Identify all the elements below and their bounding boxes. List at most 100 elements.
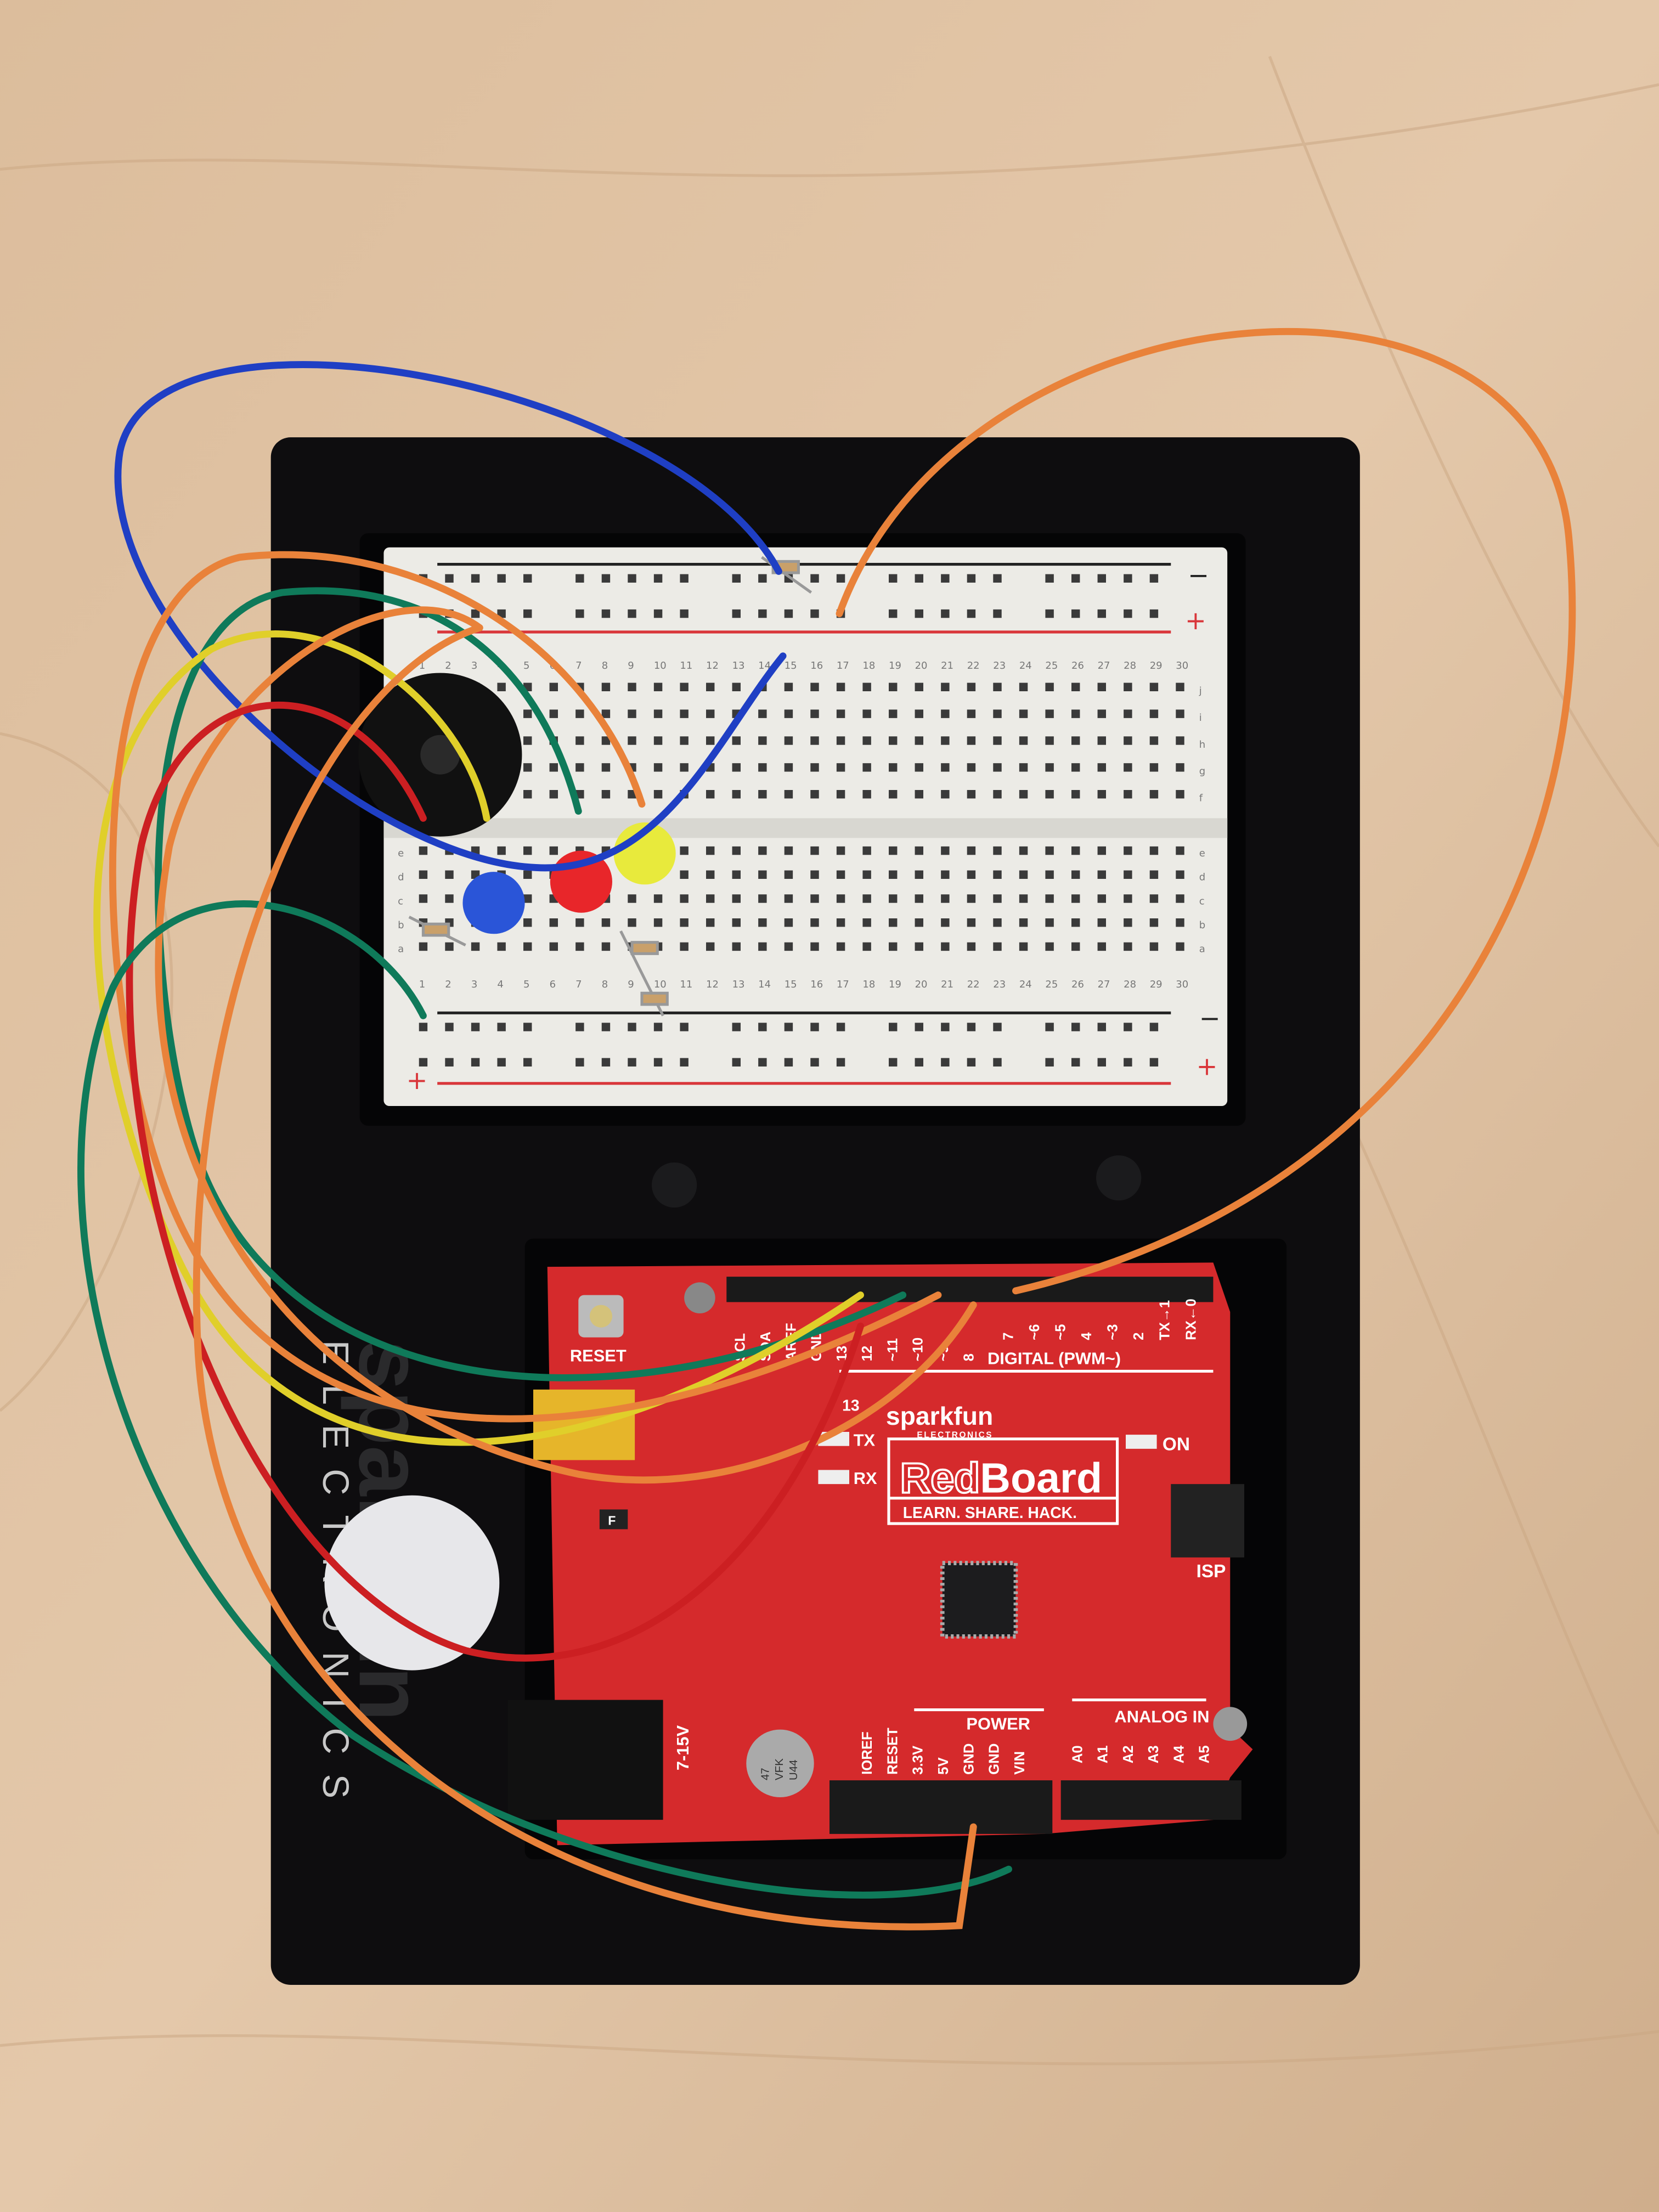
breadboard-hole[interactable] (680, 736, 689, 745)
rail-hole[interactable] (1149, 1023, 1159, 1031)
breadboard-hole[interactable] (680, 918, 689, 927)
breadboard-hole[interactable] (784, 682, 793, 691)
breadboard-hole[interactable] (628, 736, 636, 745)
breadboard-hole[interactable] (941, 763, 950, 772)
breadboard-hole[interactable] (836, 918, 845, 927)
rail-hole[interactable] (1149, 609, 1159, 618)
breadboard-hole[interactable] (862, 709, 871, 718)
breadboard-hole[interactable] (1097, 763, 1106, 772)
breadboard-hole[interactable] (601, 918, 611, 927)
breadboard-hole[interactable] (732, 942, 741, 951)
rail-hole[interactable] (628, 609, 636, 618)
rail-hole[interactable] (993, 609, 1002, 618)
breadboard-hole[interactable] (758, 942, 767, 951)
breadboard-hole[interactable] (889, 736, 898, 745)
breadboard-hole[interactable] (549, 942, 558, 951)
breadboard-hole[interactable] (1097, 790, 1106, 799)
rail-hole[interactable] (941, 574, 950, 583)
breadboard-hole[interactable] (889, 790, 898, 799)
breadboard-hole[interactable] (523, 790, 532, 799)
breadboard-hole[interactable] (915, 846, 923, 855)
breadboard-hole[interactable] (810, 790, 819, 799)
breadboard-hole[interactable] (1019, 763, 1028, 772)
breadboard-hole[interactable] (1124, 846, 1132, 855)
breadboard-hole[interactable] (601, 709, 611, 718)
rail-hole[interactable] (1045, 1058, 1054, 1066)
breadboard-hole[interactable] (732, 763, 741, 772)
rail-hole[interactable] (732, 1058, 741, 1066)
rail-hole[interactable] (732, 609, 741, 618)
breadboard-hole[interactable] (784, 763, 793, 772)
rail-hole[interactable] (601, 609, 611, 618)
rail-hole[interactable] (889, 1058, 898, 1066)
breadboard-hole[interactable] (549, 918, 558, 927)
breadboard-hole[interactable] (810, 846, 819, 855)
breadboard-hole[interactable] (732, 682, 741, 691)
breadboard-hole[interactable] (1097, 870, 1106, 879)
breadboard-hole[interactable] (1019, 942, 1028, 951)
breadboard-hole[interactable] (836, 846, 845, 855)
rail-hole[interactable] (941, 1058, 950, 1066)
breadboard-hole[interactable] (941, 894, 950, 903)
breadboard-hole[interactable] (732, 736, 741, 745)
rail-hole[interactable] (1124, 609, 1132, 618)
breadboard-hole[interactable] (941, 682, 950, 691)
breadboard-hole[interactable] (967, 918, 976, 927)
rail-hole[interactable] (1097, 609, 1106, 618)
breadboard-hole[interactable] (680, 870, 689, 879)
breadboard-hole[interactable] (1124, 942, 1132, 951)
breadboard-hole[interactable] (1071, 790, 1080, 799)
breadboard-hole[interactable] (628, 918, 636, 927)
breadboard-hole[interactable] (1176, 709, 1184, 718)
rail-hole[interactable] (941, 609, 950, 618)
breadboard-hole[interactable] (810, 918, 819, 927)
breadboard-hole[interactable] (915, 790, 923, 799)
breadboard-hole[interactable] (784, 790, 793, 799)
breadboard-hole[interactable] (967, 894, 976, 903)
breadboard-hole[interactable] (784, 894, 793, 903)
breadboard-hole[interactable] (732, 870, 741, 879)
breadboard-hole[interactable] (471, 942, 480, 951)
breadboard-hole[interactable] (941, 942, 950, 951)
breadboard-hole[interactable] (1149, 918, 1159, 927)
rail-hole[interactable] (758, 574, 767, 583)
rail-hole[interactable] (1097, 574, 1106, 583)
breadboard-hole[interactable] (889, 894, 898, 903)
breadboard-hole[interactable] (889, 918, 898, 927)
rail-hole[interactable] (575, 1058, 584, 1066)
breadboard-hole[interactable] (1124, 870, 1132, 879)
breadboard-hole[interactable] (810, 736, 819, 745)
breadboard-hole[interactable] (1176, 736, 1184, 745)
breadboard-hole[interactable] (810, 894, 819, 903)
breadboard-hole[interactable] (732, 894, 741, 903)
breadboard-hole[interactable] (1071, 942, 1080, 951)
breadboard-hole[interactable] (628, 682, 636, 691)
breadboard-hole[interactable] (758, 846, 767, 855)
rail-hole[interactable] (680, 609, 689, 618)
rail-hole[interactable] (1045, 609, 1054, 618)
breadboard-hole[interactable] (915, 942, 923, 951)
breadboard-hole[interactable] (836, 763, 845, 772)
breadboard-hole[interactable] (419, 894, 428, 903)
breadboard-hole[interactable] (836, 790, 845, 799)
rail-hole[interactable] (784, 1058, 793, 1066)
breadboard-hole[interactable] (915, 894, 923, 903)
breadboard-hole[interactable] (1045, 942, 1054, 951)
rail-hole[interactable] (471, 609, 480, 618)
breadboard-hole[interactable] (915, 709, 923, 718)
breadboard-hole[interactable] (732, 846, 741, 855)
breadboard-hole[interactable] (1097, 682, 1106, 691)
breadboard-hole[interactable] (1019, 790, 1028, 799)
rail-hole[interactable] (1071, 609, 1080, 618)
breadboard-hole[interactable] (941, 846, 950, 855)
breadboard-hole[interactable] (706, 709, 715, 718)
breadboard-hole[interactable] (784, 736, 793, 745)
rail-hole[interactable] (628, 574, 636, 583)
breadboard-hole[interactable] (941, 870, 950, 879)
breadboard-hole[interactable] (419, 846, 428, 855)
breadboard-hole[interactable] (1045, 870, 1054, 879)
breadboard-hole[interactable] (1071, 894, 1080, 903)
breadboard-hole[interactable] (706, 918, 715, 927)
rail-hole[interactable] (575, 1023, 584, 1031)
breadboard-hole[interactable] (784, 846, 793, 855)
